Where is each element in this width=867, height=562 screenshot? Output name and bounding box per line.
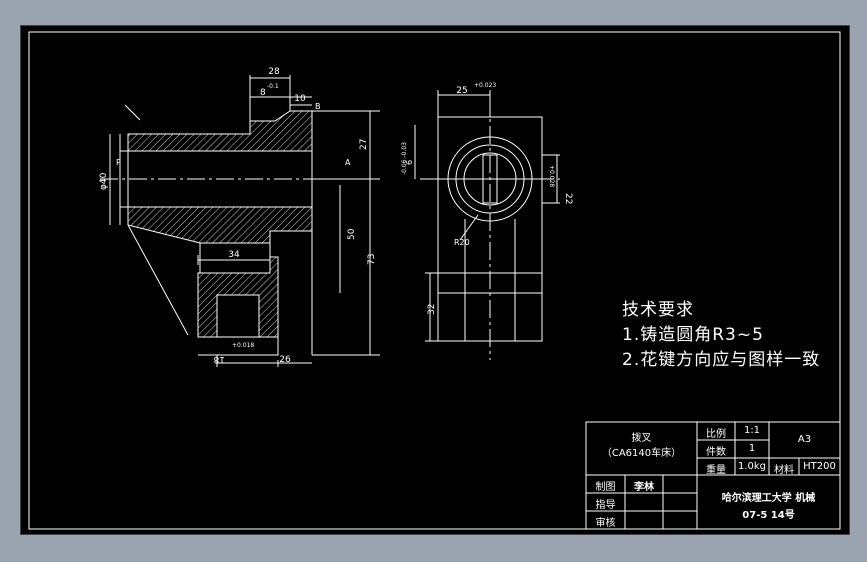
part-source: （CA6140车床） [601,448,682,459]
hatch-upper-wall [127,110,313,152]
dim-8: 8 [260,88,266,98]
dim-phi40: φ40 [99,172,109,190]
weight-value: 1.0kg [737,461,767,472]
dim-R20: R20 [454,238,470,247]
dimension-labels: 28 8 -0.1 10 B 27 A φ40 P 50 73 34 26 18… [99,67,573,365]
material-label: 材料 [774,465,794,476]
dim-25-tol: +0.023 [474,82,496,89]
dim-8-tol: -0.1 [267,83,279,90]
dim-22-tol: +0.028 [548,165,555,187]
requirement-item-1: 1.铸造圆角R3~5 [622,325,764,345]
guide-label: 指导 [595,500,616,511]
scale-value: 1:1 [743,425,761,436]
dim-25: 25 [456,86,467,96]
school-name: 哈尔滨理工大学 机械 [721,493,816,504]
quantity-value: 1 [748,443,756,454]
sheet-size: A3 [797,434,812,445]
dim-10: 10 [294,94,306,104]
dim-6-tol: -0.06 -0.03 [401,142,408,175]
dim-P: P [116,158,121,167]
weight-label: 重量 [706,465,726,476]
requirements-title: 技术要求 [622,300,694,320]
dim-A: A [345,158,351,167]
hatch-lower-wall [127,206,313,244]
dim-6: 6 [405,160,414,165]
dim-27: 27 [359,139,369,150]
lower-body-outline [197,243,279,356]
material-value: HT200 [803,461,836,472]
inner-border [28,31,841,530]
class-number: 07-5 14号 [742,510,795,521]
dim-73: 73 [367,254,377,265]
quantity-label: 件数 [706,447,726,458]
fork-slot [216,294,260,338]
dim-26: 26 [279,355,291,365]
drawn-by: 李林 [634,482,654,493]
dim-34: 34 [228,250,240,260]
dim-50: 50 [347,228,357,240]
taper-line [127,224,189,336]
section-view [100,75,380,367]
drawn-label: 制图 [595,482,616,493]
dim-18: 18 [213,354,225,364]
requirement-item-2: 2.花键方向应与图样一致 [622,350,821,370]
side-view [414,90,560,360]
scale-label: 比例 [706,429,726,440]
dim-32: 32 [427,304,437,315]
dim-B: B [315,102,321,111]
review-label: 审核 [595,518,616,529]
dim-28: 28 [268,67,280,77]
part-name: 拨叉 [631,433,652,444]
title-block-lines [585,421,841,530]
dim-22: 22 [563,193,573,204]
drawing-frame: 28 8 -0.1 10 B 27 A φ40 P 50 73 34 26 18… [20,25,850,535]
cad-drawing: 28 8 -0.1 10 B 27 A φ40 P 50 73 34 26 18… [28,31,841,530]
dim-18-tol: +0.018 [232,342,254,349]
